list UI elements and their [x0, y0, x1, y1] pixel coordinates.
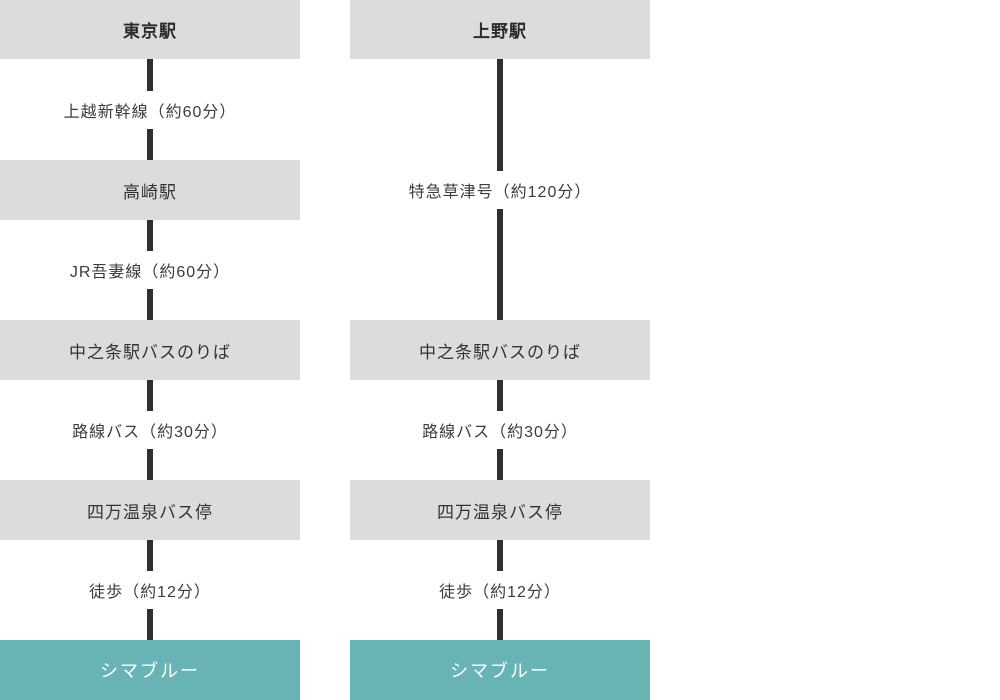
connector-line [497, 380, 503, 411]
connector-line [497, 609, 503, 640]
station-box-tokyo: 東京駅 [0, 0, 300, 59]
destination-box-shima-blue: シマブルー [350, 640, 650, 700]
connector-line [147, 380, 153, 411]
route-column-tokyo: 東京駅 上越新幹線（約60分） 高崎駅 JR吾妻線（約60分） 中之条駅バスのり… [0, 0, 300, 700]
connector-line [497, 540, 503, 571]
leg-limited-express-kusatsu: 特急草津号（約120分） [350, 59, 650, 320]
connector-line [147, 59, 153, 91]
leg-label: 路線バス（約30分） [422, 424, 578, 441]
station-box-takasaki: 高崎駅 [0, 160, 300, 220]
leg-label: 特急草津号（約120分） [408, 183, 592, 201]
leg-label: 上越新幹線（約60分） [63, 103, 237, 121]
station-box-ueno: 上野駅 [350, 0, 650, 59]
connector-line [147, 289, 153, 320]
connector-line [147, 449, 153, 480]
leg-walk: 徒歩（約12分） [0, 540, 300, 640]
leg-label: 徒歩（約12分） [89, 584, 211, 601]
connector-line [147, 220, 153, 251]
leg-joetsu-shinkansen: 上越新幹線（約60分） [0, 59, 300, 160]
station-box-shima-onsen-bus-stop: 四万温泉バス停 [350, 480, 650, 540]
leg-local-bus: 路線バス（約30分） [350, 380, 650, 480]
station-box-shima-onsen-bus-stop: 四万温泉バス停 [0, 480, 300, 540]
route-column-ueno: 上野駅 特急草津号（約120分） 中之条駅バスのりば 路線バス（約30分） 四万… [350, 0, 650, 700]
leg-local-bus: 路線バス（約30分） [0, 380, 300, 480]
leg-jr-agatsuma-line: JR吾妻線（約60分） [0, 220, 300, 320]
leg-label: JR吾妻線（約60分） [69, 264, 231, 281]
leg-label: 路線バス（約30分） [72, 424, 228, 441]
connector-line [147, 128, 153, 160]
connector-line [497, 59, 503, 171]
connector-line [497, 449, 503, 480]
connector-line [497, 208, 503, 320]
destination-box-shima-blue: シマブルー [0, 640, 300, 700]
station-box-nakanojo-bus-stop: 中之条駅バスのりば [0, 320, 300, 380]
leg-walk: 徒歩（約12分） [350, 540, 650, 640]
leg-label: 徒歩（約12分） [439, 584, 561, 601]
station-box-nakanojo-bus-stop: 中之条駅バスのりば [350, 320, 650, 380]
connector-line [147, 540, 153, 571]
connector-line [147, 609, 153, 640]
